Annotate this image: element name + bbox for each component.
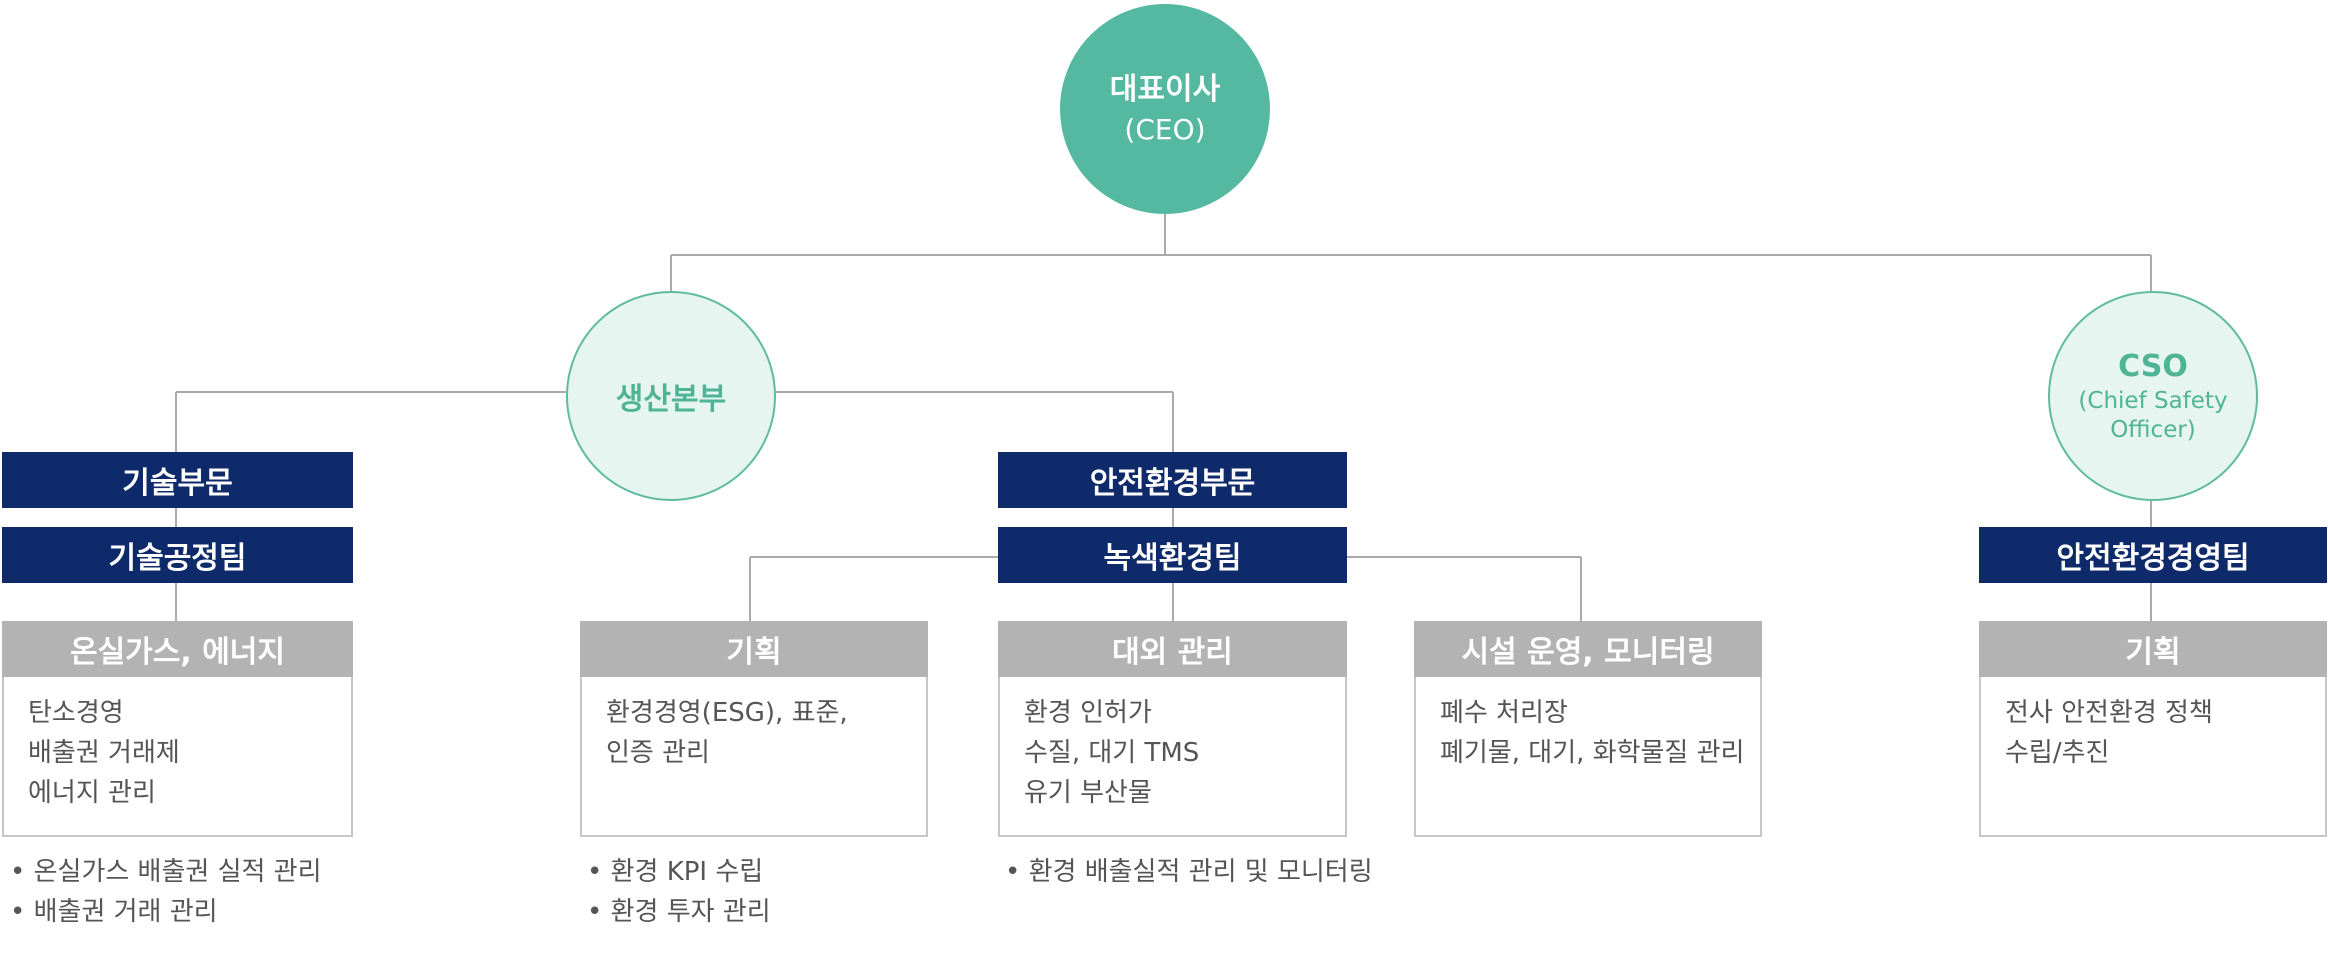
planning-box: 환경경영(ESG), 표준, 인증 관리 xyxy=(580,677,928,837)
green-env-team-box: 녹색환경팀 xyxy=(998,527,1347,583)
duty-item: 탄소경영 xyxy=(28,698,124,728)
bullet-item: • 배출권 거래 관리 xyxy=(10,897,218,927)
production-title: 생산본부 xyxy=(615,382,727,417)
ceo-subtitle: (CEO) xyxy=(1124,113,1206,146)
duty-item: 전사 안전환경 정책 xyxy=(2005,698,2213,728)
duty-item: 환경경영(ESG), 표준, xyxy=(606,698,848,728)
duty-item: 수질, 대기 TMS xyxy=(1024,738,1200,768)
cso-subtitle-line-2: Officer) xyxy=(2110,417,2196,443)
duty-item: 인증 관리 xyxy=(606,738,710,768)
duty-item: 환경 인허가 xyxy=(1024,698,1152,728)
duty-item: 에너지 관리 xyxy=(28,778,156,808)
ceo-node: 대표이사 (CEO) xyxy=(1060,4,1270,214)
cso-title: CSO xyxy=(2118,349,2188,384)
facility-ops-box: 폐수 처리장 폐기물, 대기, 화학물질 관리 xyxy=(1414,677,1762,837)
production-node: 생산본부 xyxy=(566,291,776,501)
duty-item: 수립/추진 xyxy=(2005,738,2110,768)
tech-division-box: 기술부문 xyxy=(2,452,353,508)
bullet-item: • 환경 투자 관리 xyxy=(587,897,771,927)
ghg-energy-box: 탄소경영 배출권 거래제 에너지 관리 xyxy=(2,677,353,837)
facility-ops-header: 시설 운영, 모니터링 xyxy=(1414,621,1762,677)
external-mgmt-bullets: • 환경 배출실적 관리 및 모니터링 xyxy=(1005,852,1373,892)
planning-bullets: • 환경 KPI 수립 • 환경 투자 관리 xyxy=(587,852,771,932)
cso-node: CSO (Chief Safety Officer) xyxy=(2048,291,2258,501)
bullet-item: • 환경 배출실적 관리 및 모니터링 xyxy=(1005,857,1373,887)
tech-team-box: 기술공정팀 xyxy=(2,527,353,583)
external-mgmt-box: 환경 인허가 수질, 대기 TMS 유기 부산물 xyxy=(998,677,1347,837)
bullet-item: • 환경 KPI 수립 xyxy=(587,857,764,887)
cso-planning-box: 전사 안전환경 정책 수립/추진 xyxy=(1979,677,2327,837)
external-mgmt-header: 대외 관리 xyxy=(998,621,1347,677)
bullet-item: • 온실가스 배출권 실적 관리 xyxy=(10,857,322,887)
ghg-energy-header: 온실가스, 에너지 xyxy=(2,621,353,677)
safety-env-division-box: 안전환경부문 xyxy=(998,452,1347,508)
duty-item: 폐기물, 대기, 화학물질 관리 xyxy=(1440,738,1745,768)
ghg-energy-bullets: • 온실가스 배출권 실적 관리 • 배출권 거래 관리 xyxy=(10,852,322,932)
cso-subtitle-line-1: (Chief Safety xyxy=(2078,388,2228,414)
duty-item: 배출권 거래제 xyxy=(28,738,180,768)
safety-env-mgmt-team-box: 안전환경경영팀 xyxy=(1979,527,2327,583)
cso-planning-header: 기획 xyxy=(1979,621,2327,677)
duty-item: 폐수 처리장 xyxy=(1440,698,1568,728)
planning-header: 기획 xyxy=(580,621,928,677)
duty-item: 유기 부산물 xyxy=(1024,778,1152,808)
ceo-title: 대표이사 xyxy=(1109,72,1221,107)
